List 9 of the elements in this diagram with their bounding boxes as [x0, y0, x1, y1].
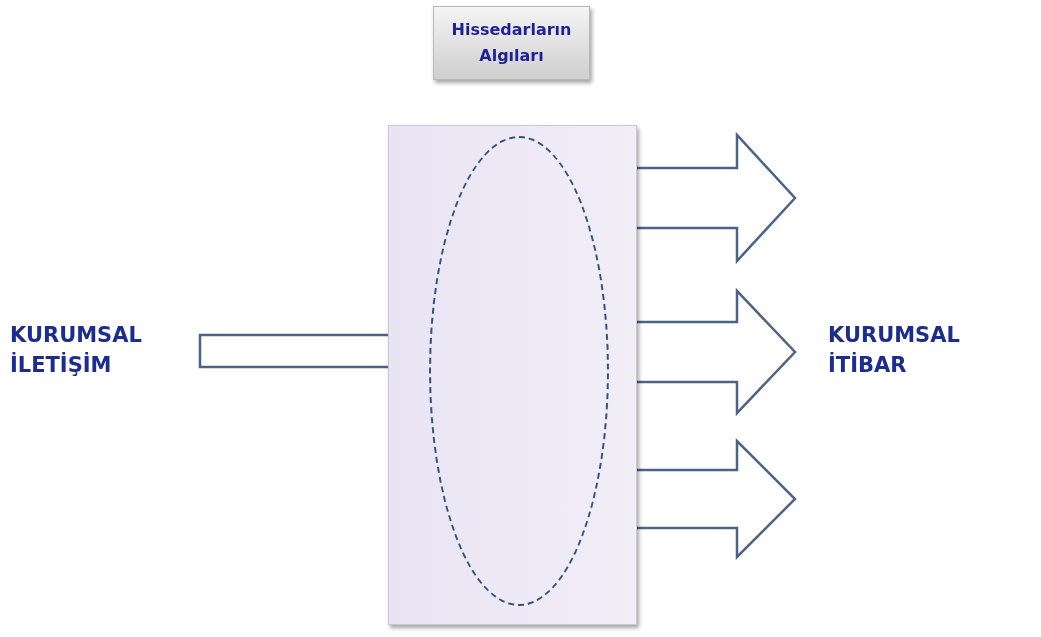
block-arrow: [635, 287, 797, 417]
dashed-ellipse: [429, 136, 609, 606]
label-text: KURUMSAL İTİBAR: [828, 322, 961, 379]
connector-bar: [198, 333, 390, 369]
block-arrow: [635, 438, 797, 560]
label-text: KURUMSAL İLETİŞİM: [10, 322, 143, 379]
block-arrow: [635, 131, 797, 265]
header-box: Hissedarların Algıları: [433, 6, 590, 80]
process-box: [388, 125, 637, 625]
